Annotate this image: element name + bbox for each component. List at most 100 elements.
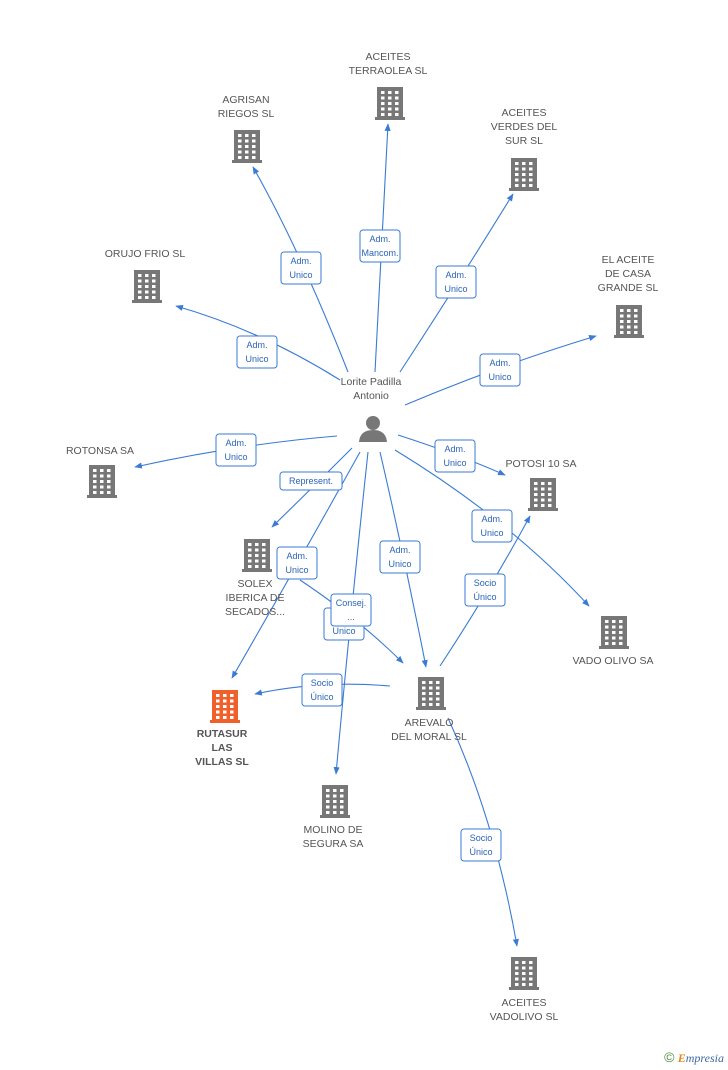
edge-label-text: Socio <box>470 833 493 843</box>
edge-label-lorite-to-agrisan[interactable]: Adm. Unico <box>280 251 322 285</box>
company-label: AREVALO <box>405 717 454 729</box>
building-icon <box>599 616 629 649</box>
company-label: MOLINO DE <box>304 824 363 836</box>
edge-label-text: Socio <box>474 578 497 588</box>
company-label: SEGURA SA <box>303 838 364 850</box>
edge-label-text: Adm. <box>286 551 307 561</box>
edge-label-text: Socio <box>311 678 334 688</box>
company-label: GRANDE SL <box>598 282 659 294</box>
company-label: VADOLIVO SL <box>490 1011 559 1023</box>
person-label: Antonio <box>353 390 389 402</box>
edge-label-text: Unico <box>245 354 268 364</box>
company-node-solex[interactable]: SOLEX IBERICA DE SECADOS... <box>225 539 285 618</box>
edge-label-text: Unico <box>443 458 466 468</box>
company-node-aceites-vadolivo[interactable]: ACEITES VADOLIVO SL <box>490 957 559 1023</box>
edge-label-lorite-to-aceites-verdes[interactable]: Adm. Unico <box>435 265 477 299</box>
footer-brand: © Empresia <box>664 1049 724 1066</box>
company-node-aceites-verdes[interactable]: ACEITES VERDES DEL SUR SL <box>491 107 558 191</box>
company-label: DEL MORAL SL <box>391 731 467 743</box>
company-label: VADO OLIVO SA <box>573 655 654 667</box>
company-label: POTOSI 10 SA <box>505 458 576 470</box>
company-label: SOLEX <box>237 578 272 590</box>
building-icon <box>509 158 539 191</box>
company-node-molino-segura[interactable]: MOLINO DE SEGURA SA <box>303 785 364 850</box>
company-label: EL ACEITE <box>602 254 655 266</box>
edge-label-solex-to-arevalo[interactable]: Consej.... <box>330 593 372 627</box>
company-node-aceites-terraolea[interactable]: ACEITES TERRAOLEA SL <box>349 51 428 120</box>
edge-label-text: Adm. <box>369 234 390 244</box>
company-node-rotonsa[interactable]: ROTONSA SA <box>66 445 134 498</box>
edge-label-text: Adm. <box>444 444 465 454</box>
edge-label-text: Adm. <box>290 256 311 266</box>
edge-label-text: ... <box>347 612 355 622</box>
edge-label-lorite-to-orujo-frio[interactable]: Adm. Unico <box>236 335 278 369</box>
company-label: VILLAS SL <box>195 756 249 768</box>
edge-label-lorite-to-el-aceite-casa-grande[interactable]: Adm.Unico <box>479 353 521 387</box>
company-label: RUTASUR <box>197 728 248 740</box>
building-icon <box>210 690 240 723</box>
edge-label-text: Unico <box>289 270 312 280</box>
brand-initial: E <box>677 1051 686 1065</box>
building-icon <box>232 130 262 163</box>
company-label: SECADOS... <box>225 606 285 618</box>
edge-label-lorite-to-arevalo[interactable]: Adm. Unico <box>379 540 421 574</box>
building-icon <box>509 957 539 990</box>
company-label: ACEITES <box>502 997 547 1009</box>
edge-label-text: Adm. <box>225 438 246 448</box>
edge-label-lorite-to-solex[interactable]: Represent. <box>279 471 343 491</box>
building-icon <box>132 270 162 303</box>
company-label: ORUJO FRIO SL <box>105 248 186 260</box>
edge-label-text: Adm. <box>246 340 267 350</box>
company-node-rutasur[interactable]: RUTASUR LAS VILLAS SL <box>195 690 249 768</box>
edge-label-text: Adm. <box>481 514 502 524</box>
edge-label-lorite-to-vado-olivo[interactable]: Adm. Unico <box>471 509 513 543</box>
building-icon <box>242 539 272 572</box>
edge-label-text: Adm. <box>389 545 410 555</box>
edge-label-text: Unico <box>332 626 355 636</box>
edge-label-text: Unico <box>444 284 467 294</box>
company-label: LAS <box>212 742 233 754</box>
copyright-symbol: © <box>664 1049 675 1065</box>
person-label: Lorite Padilla <box>341 376 402 388</box>
building-icon <box>614 305 644 338</box>
company-label: RIEGOS SL <box>218 108 275 120</box>
building-icon <box>375 87 405 120</box>
company-node-orujo-frio[interactable]: ORUJO FRIO SL <box>105 248 186 303</box>
company-label: AGRISAN <box>222 94 269 106</box>
edge-label-text: Mancom. <box>361 248 398 258</box>
edge-label-text: Único <box>469 847 492 857</box>
company-node-agrisan[interactable]: AGRISAN RIEGOS SL <box>218 94 275 163</box>
company-node-vado-olivo[interactable]: VADO OLIVO SA <box>573 616 654 667</box>
building-icon <box>320 785 350 818</box>
edge-label-text: Unico <box>224 452 247 462</box>
edge-label-lorite-to-potosi-10[interactable]: Adm. Unico <box>434 439 476 473</box>
edge-label-text: Único <box>310 692 333 702</box>
person-icon <box>359 416 387 442</box>
company-label: SUR SL <box>505 135 543 147</box>
company-node-arevalo[interactable]: AREVALO DEL MORAL SL <box>391 677 467 743</box>
company-node-potosi-10[interactable]: POTOSI 10 SA <box>505 458 577 511</box>
edge-label-text: Adm. <box>489 358 510 368</box>
edge-label-text: Adm. <box>445 270 466 280</box>
building-icon <box>528 478 558 511</box>
edge-label-lorite-to-aceites-terraolea[interactable]: Adm. Mancom. <box>359 229 401 263</box>
edge-label-text: Consej. <box>336 598 367 608</box>
edge-label-text: Unico <box>480 528 503 538</box>
company-label: ACEITES <box>502 107 547 119</box>
building-icon <box>87 465 117 498</box>
edge-label-text: Único <box>473 592 496 602</box>
edge-label-lorite-to-rotonsa[interactable]: Adm. Unico <box>215 433 257 467</box>
edge-label-lorite-to-rutasur[interactable]: Adm. Unico <box>276 546 318 580</box>
edge-label-text: Unico <box>285 565 308 575</box>
edge-label-text: Unico <box>388 559 411 569</box>
company-label: ACEITES <box>366 51 411 63</box>
company-label: IBERICA DE <box>226 592 285 604</box>
company-label: VERDES DEL <box>491 121 558 133</box>
company-label: TERRAOLEA SL <box>349 65 428 77</box>
